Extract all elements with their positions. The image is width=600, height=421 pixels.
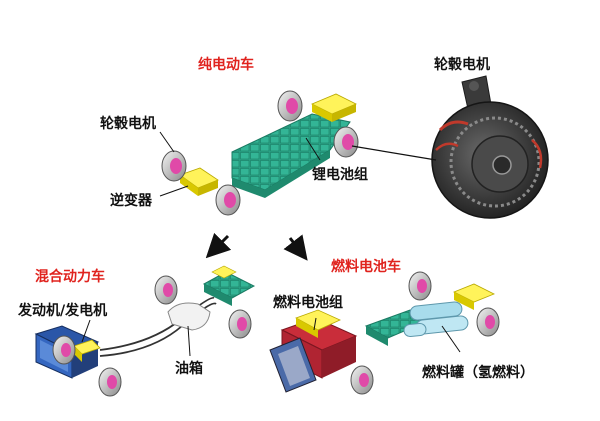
title-hybrid: 混合动力车	[35, 269, 105, 285]
arrow-to-fuelcell	[283, 234, 308, 261]
hybrid-wheel-front-right	[98, 367, 122, 397]
ev-wheel-rear-right	[333, 126, 359, 158]
label-engine-generator: 发动机/发电机	[18, 303, 108, 319]
label-hydrogen-tank: 燃料罐（氢燃料）	[422, 365, 534, 381]
hybrid-wheel-rear-left	[154, 275, 178, 305]
label-hub-motor-small: 轮毂电机	[100, 116, 156, 132]
hybrid-wheel-rear-right	[228, 309, 252, 339]
ev-wheel-front-left	[161, 150, 187, 182]
ev-wheel-front-right	[215, 184, 241, 216]
hydrogen-tanks	[403, 301, 469, 338]
hub-motor-illustration	[431, 75, 549, 219]
fuelcell-wheel-rear-left	[408, 271, 432, 301]
title-fuelcell: 燃料电池车	[331, 259, 401, 275]
label-fuel-tank: 油箱	[175, 361, 203, 377]
ev-wheel-rear-left	[277, 90, 303, 122]
ev-chassis	[161, 90, 359, 216]
hub-motor-connector	[351, 145, 437, 161]
label-fuel-cell-stack: 燃料电池组	[273, 295, 343, 311]
label-hub-motor-large: 轮毂电机	[434, 57, 490, 73]
title-pure-ev: 纯电动车	[198, 57, 254, 73]
label-lithium-pack: 锂电池组	[312, 167, 368, 183]
fuelcell-wheel-rear-right	[476, 307, 500, 337]
fuelcell-chassis	[269, 271, 500, 395]
arrow-to-hybrid	[205, 232, 232, 259]
fuel-tank	[167, 302, 211, 331]
fuelcell-wheel-front-right	[350, 365, 374, 395]
hybrid-chassis	[34, 265, 256, 397]
hybrid-wheel-front-left	[52, 335, 76, 365]
label-inverter: 逆变器	[110, 193, 152, 209]
